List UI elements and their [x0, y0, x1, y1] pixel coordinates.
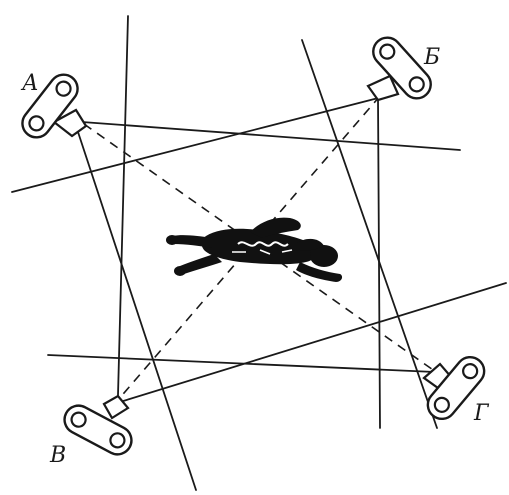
- line-vertical-left: [118, 16, 128, 395]
- figure-foot-2: [174, 266, 186, 276]
- lamp-v-head: [104, 396, 128, 418]
- lamp-v: [60, 396, 137, 459]
- label-v: В: [49, 443, 66, 468]
- line-vertical-right: [378, 98, 380, 428]
- line-top-left-b: [12, 96, 386, 192]
- label-a: А: [20, 71, 39, 96]
- label-g: Г: [473, 401, 490, 426]
- figure-foot-1: [166, 235, 178, 245]
- subject-figure: [166, 218, 342, 282]
- label-b: Б: [423, 45, 440, 70]
- line-bottom-left-g: [48, 355, 435, 372]
